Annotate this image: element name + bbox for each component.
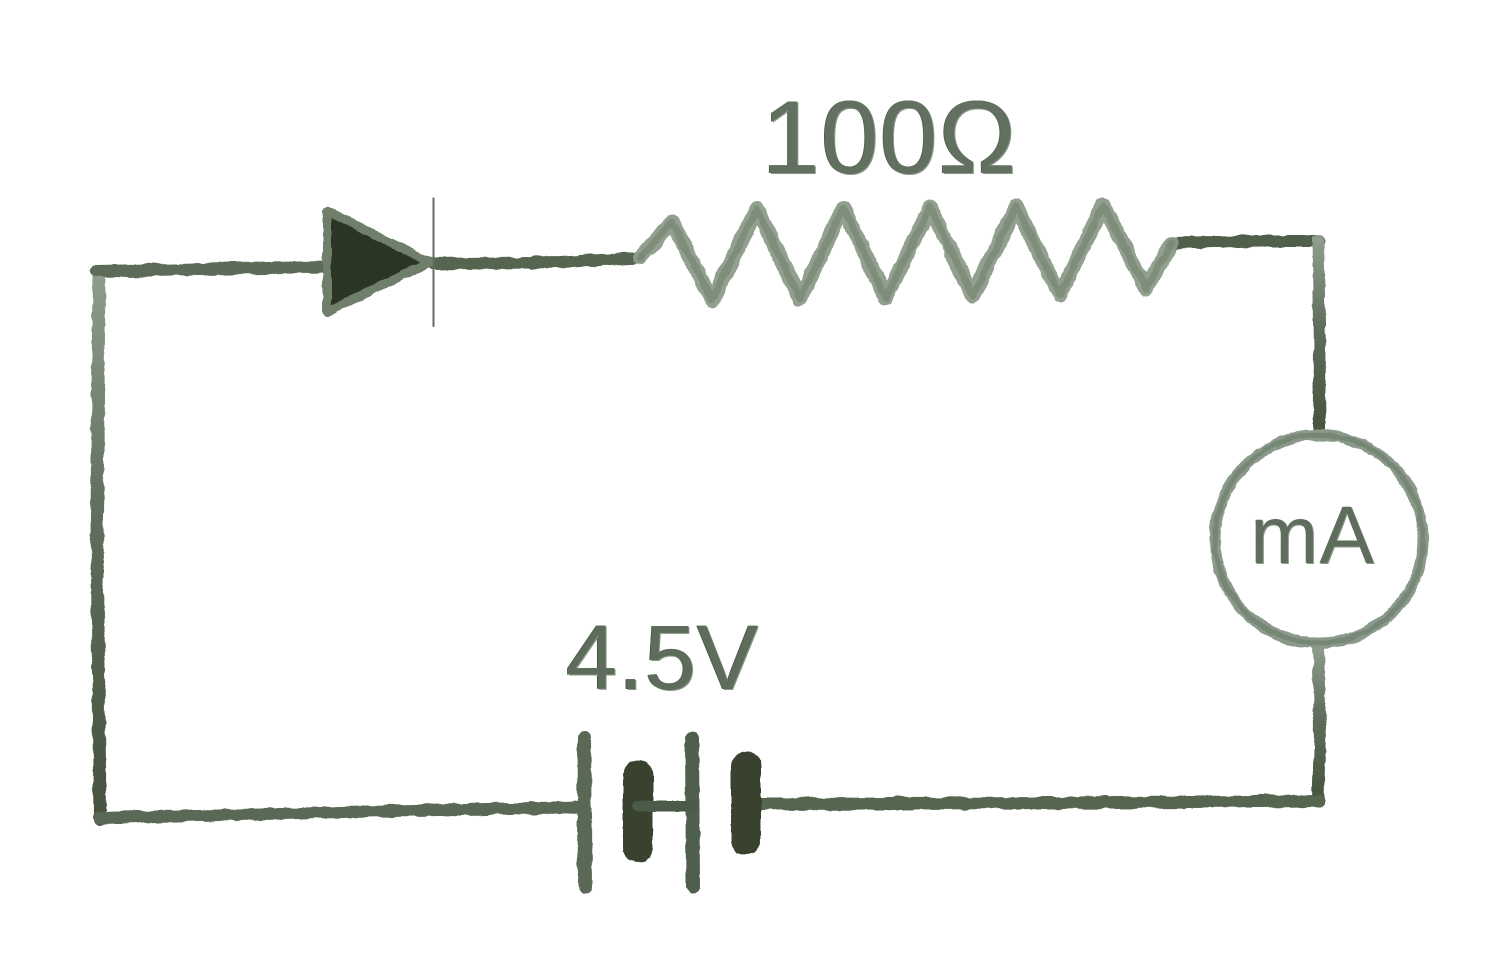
wire-resistor-to-corner xyxy=(1166,235,1325,249)
battery-symbol xyxy=(577,731,761,893)
wire-left-side xyxy=(90,265,107,826)
wire-bottom-left xyxy=(93,801,590,824)
diode-symbol xyxy=(322,198,441,327)
ammeter-circle-inner-shade xyxy=(1212,432,1426,646)
resistor-zigzag-core xyxy=(636,201,1176,304)
resistor-value-label: 100Ω xyxy=(762,80,1018,196)
ammeter-unit-label: mA xyxy=(1250,490,1375,581)
wire-ammeter-to-corner xyxy=(1312,640,1326,807)
resistor-symbol xyxy=(632,197,1180,308)
wire-diode-to-resistor xyxy=(428,252,646,270)
wire-bottom-right xyxy=(750,795,1325,810)
battery-plate-long-1 xyxy=(577,731,592,893)
battery-voltage-label: 4.5V xyxy=(566,607,760,709)
diode-cathode-bar xyxy=(426,198,441,327)
diode-triangle xyxy=(322,206,435,317)
ammeter-symbol xyxy=(1209,429,1429,649)
battery-plate-long-2 xyxy=(685,731,700,893)
wire-top-left xyxy=(90,261,336,277)
wire-right-to-ammeter xyxy=(1312,235,1326,438)
